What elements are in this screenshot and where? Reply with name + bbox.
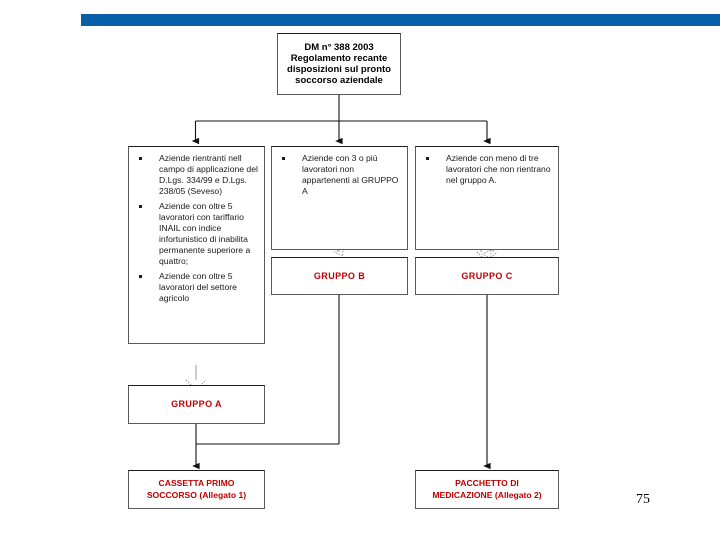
outcome-box-first-aid-kit: CASSETTA PRIMO SOCCORSO (Allegato 1): [128, 470, 265, 509]
outcome-box-medication-pack: PACCHETTO DI MEDICAZIONE (Allegato 2): [415, 470, 559, 509]
group-box-b: GRUPPO B: [271, 257, 408, 295]
title-line-2: Regolamento recante: [290, 52, 388, 64]
outcome-right-line-2: MEDICAZIONE (Allegato 2): [432, 489, 542, 500]
group-b-label: GRUPPO B: [313, 270, 366, 281]
group-box-a: GRUPPO A: [128, 385, 265, 424]
list-item: Aziende rientranti nell campo di applica…: [133, 153, 260, 197]
list-item: Aziende con meno di tre lavoratori che n…: [420, 153, 554, 186]
criteria-bullet-list-c: Aziende con meno di tre lavoratori che n…: [420, 153, 554, 190]
outcome-left-line-1: CASSETTA PRIMO: [158, 478, 235, 489]
list-item: Aziende con oltre 5 lavoratori con tarif…: [133, 201, 260, 267]
criteria-box-group-a: Aziende rientranti nell campo di applica…: [128, 146, 265, 344]
list-item: Aziende con 3 o più lavoratori non appar…: [276, 153, 403, 197]
title-line-1: DM n° 388 2003: [304, 41, 374, 53]
criteria-bullet-list-a: Aziende rientranti nell campo di applica…: [133, 153, 260, 308]
criteria-box-group-b: Aziende con 3 o più lavoratori non appar…: [271, 146, 408, 250]
outcome-left-line-2: SOCCORSO (Allegato 1): [146, 489, 247, 500]
criteria-box-group-c: Aziende con meno di tre lavoratori che n…: [415, 146, 559, 250]
title-line-4: soccorso aziendale: [295, 75, 383, 87]
title-line-3: disposizioni sul pronto: [287, 64, 391, 75]
title-box: DM n° 388 2003 Regolamento recante dispo…: [277, 33, 401, 95]
outcome-right-line-1: PACCHETTO DI: [455, 478, 519, 489]
page-number: 75: [636, 492, 650, 507]
criteria-bullet-list-b: Aziende con 3 o più lavoratori non appar…: [276, 153, 403, 201]
group-a-label: GRUPPO A: [171, 399, 222, 410]
accent-bar: [81, 14, 720, 26]
list-item: Aziende con oltre 5 lavoratori del setto…: [133, 271, 260, 304]
group-c-label: GRUPPO C: [461, 270, 513, 281]
group-box-c: GRUPPO C: [415, 257, 559, 295]
